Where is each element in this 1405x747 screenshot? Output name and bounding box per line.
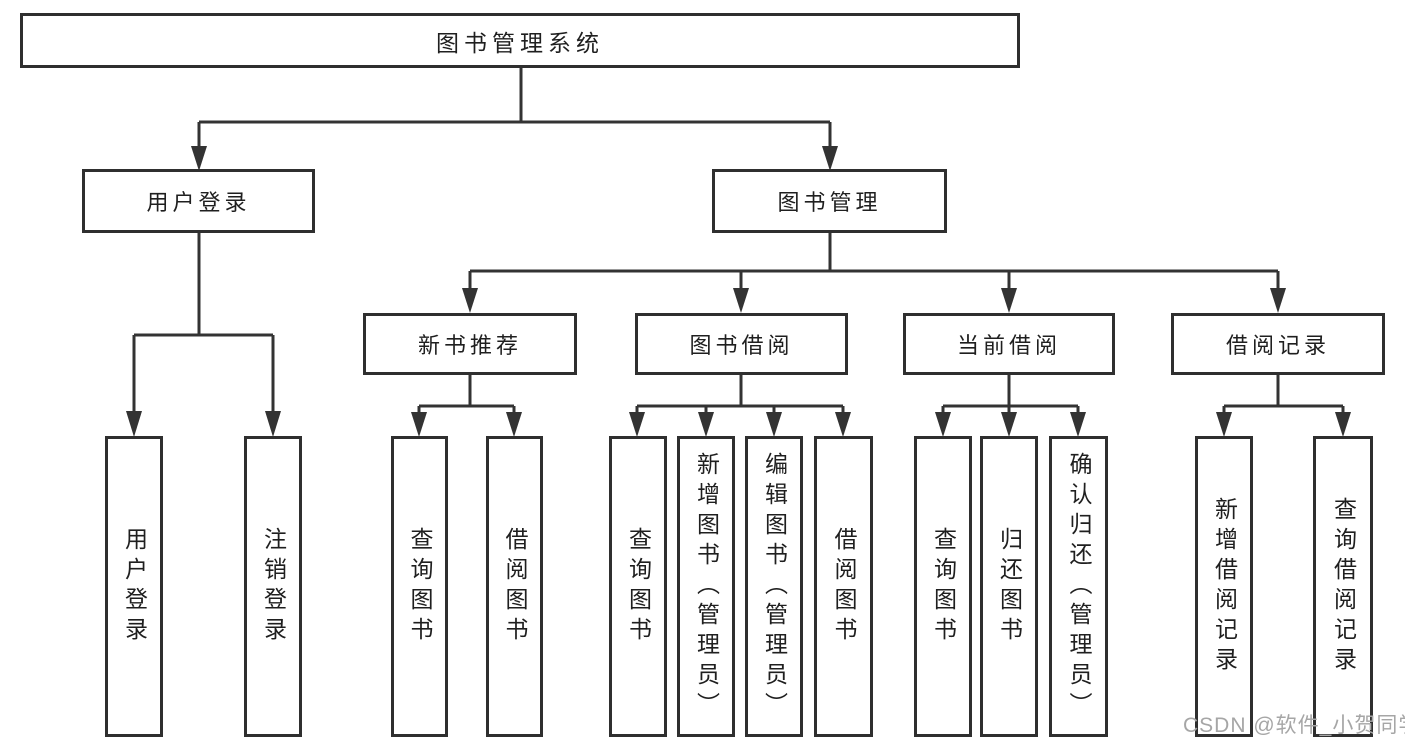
node-label: 新增借阅记录 — [1211, 496, 1238, 677]
arrowhead — [265, 411, 281, 437]
node-label: 查询图书 — [407, 526, 433, 647]
edge-book-management-split — [468, 233, 1280, 292]
leaf-cb-return-books: 归还图书 — [980, 436, 1038, 737]
leaf-bb-query-books: 查询图书 — [609, 436, 667, 737]
arrowhead — [766, 412, 782, 437]
arrowhead — [1270, 288, 1286, 313]
arrowhead — [698, 412, 714, 437]
node-label: 当前借阅 — [956, 333, 1061, 358]
arrowhead — [506, 412, 522, 437]
leaf-cb-confirm-return-admin: 确认归还（管理员） — [1049, 436, 1108, 737]
leaf-user-login: 用户登录 — [105, 436, 163, 737]
edge-new-book-recommend-split — [417, 375, 516, 415]
node-label: 新增图书（管理员） — [693, 451, 720, 722]
arrowhead — [191, 146, 207, 171]
arrowhead — [1216, 412, 1232, 437]
node-book-borrowing: 图书借阅 — [635, 313, 848, 375]
leaf-nbr-query-books: 查询图书 — [391, 436, 448, 737]
edge-borrowing-records-split — [1222, 375, 1345, 415]
node-user-login: 用户登录 — [82, 169, 315, 233]
node-borrowing-records: 借阅记录 — [1171, 313, 1385, 375]
arrowhead — [822, 146, 838, 171]
arrowhead — [462, 288, 478, 313]
edge-user-login-split — [132, 233, 275, 415]
node-label: 新书推荐 — [417, 333, 522, 358]
node-label: 确认归还（管理员） — [1066, 451, 1092, 722]
node-label: 借阅图书 — [831, 526, 857, 647]
node-label: 编辑图书（管理员） — [761, 451, 788, 722]
edge-root-split — [197, 68, 832, 150]
edge-current-borrowing-split — [941, 375, 1080, 415]
node-label: 图书借阅 — [689, 333, 794, 358]
node-label: 查询借阅记录 — [1330, 496, 1357, 677]
node-label: 图书管理系统 — [436, 29, 604, 56]
leaf-cb-query-books: 查询图书 — [914, 436, 972, 737]
node-book-management-system: 图书管理系统 — [20, 13, 1020, 68]
arrowhead — [411, 412, 427, 437]
leaf-br-query-record: 查询借阅记录 — [1313, 436, 1373, 737]
node-new-book-recommend: 新书推荐 — [363, 313, 577, 375]
edge-book-borrowing-split — [635, 375, 845, 415]
leaf-nbr-borrow-books: 借阅图书 — [486, 436, 543, 737]
node-label: 查询图书 — [625, 526, 652, 647]
node-label: 图书管理 — [777, 190, 882, 215]
node-label: 用户登录 — [146, 190, 251, 215]
arrowhead — [629, 412, 645, 437]
node-label: 注销登录 — [260, 526, 287, 647]
leaf-bb-add-books-admin: 新增图书（管理员） — [677, 436, 735, 737]
node-current-borrowing: 当前借阅 — [903, 313, 1115, 375]
arrowhead — [935, 412, 951, 437]
node-label: 查询图书 — [930, 526, 957, 647]
arrowhead — [1001, 288, 1017, 313]
leaf-bb-edit-books-admin: 编辑图书（管理员） — [745, 436, 803, 737]
arrowhead — [1335, 412, 1351, 437]
leaf-br-add-record: 新增借阅记录 — [1195, 436, 1253, 737]
leaf-bb-borrow-books: 借阅图书 — [814, 436, 873, 737]
node-label: 借阅记录 — [1225, 333, 1330, 358]
node-label: 用户登录 — [121, 526, 148, 647]
arrowhead — [1070, 412, 1086, 437]
arrowhead — [733, 288, 749, 313]
arrowhead — [835, 412, 851, 437]
arrowhead — [1001, 412, 1017, 437]
leaf-logout: 注销登录 — [244, 436, 302, 737]
node-book-management: 图书管理 — [712, 169, 947, 233]
watermark: CSDN @软件_小贺同学 — [1183, 714, 1405, 737]
node-label: 归还图书 — [996, 526, 1023, 647]
node-label: 借阅图书 — [502, 526, 528, 647]
arrowhead — [126, 411, 142, 437]
